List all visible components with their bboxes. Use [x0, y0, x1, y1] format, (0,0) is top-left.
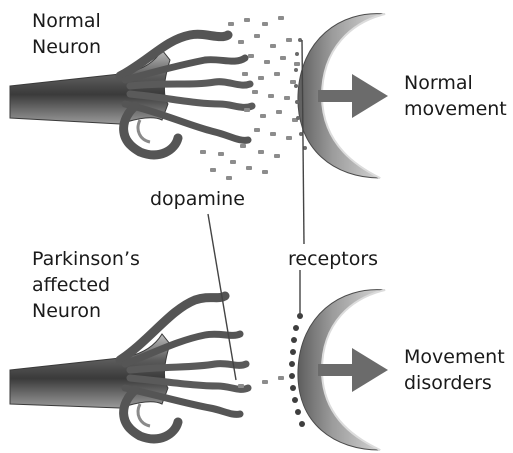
normal-movement-label: Normal movement	[404, 70, 507, 122]
normal-signal-arrow	[318, 74, 388, 118]
parkinsons-signal-arrow	[318, 348, 388, 392]
dopamine-dot	[290, 80, 296, 84]
dopamine-dot	[278, 376, 284, 380]
dopamine-dot	[248, 54, 254, 58]
dopamine-dot	[226, 176, 232, 180]
receptors-label: receptors	[288, 246, 378, 272]
dopamine-dot	[278, 16, 284, 20]
dopamine-dot	[262, 380, 268, 384]
dopamine-dot	[254, 34, 260, 38]
dopamine-dot	[262, 22, 268, 26]
dopamine-dot	[260, 114, 266, 118]
dopamine-dot	[280, 56, 286, 60]
dopamine-dot	[258, 76, 264, 80]
dopamine-dot	[200, 150, 206, 154]
dopamine-dot	[244, 108, 250, 112]
dopamine-dot	[286, 38, 292, 42]
parkinsons-neuron-label: Parkinson’s affected Neuron	[32, 246, 140, 324]
dopamine-dot	[230, 160, 236, 164]
dopamine-dot	[258, 150, 264, 154]
normal-neuron-label: Normal Neuron	[32, 8, 101, 60]
dopamine-dot	[228, 22, 234, 26]
dopamine-dot	[284, 96, 290, 100]
dopamine-dot	[210, 168, 216, 172]
dopamine-dot	[294, 62, 300, 66]
dopamine-dot	[244, 18, 250, 22]
dopamine-dot	[270, 44, 276, 48]
dopamine-dot	[264, 60, 270, 64]
dopamine-label: dopamine	[150, 186, 245, 212]
dopamine-dot	[238, 40, 244, 44]
dopamine-dot	[240, 144, 246, 148]
dopamine-dot	[242, 72, 248, 76]
dopamine-dot	[238, 384, 244, 388]
dopamine-dot	[270, 132, 276, 136]
dopamine-dot	[218, 152, 224, 156]
dopamine-dot	[254, 128, 260, 132]
dopamine-dot	[252, 90, 258, 94]
dopamine-dot	[262, 170, 268, 174]
dopamine-dot	[268, 94, 274, 98]
dopamine-dot	[274, 154, 280, 158]
movement-disorders-label: Movement disorders	[404, 344, 505, 396]
dopamine-dot	[246, 166, 252, 170]
dopamine-dot	[276, 110, 282, 114]
dopamine-dot	[286, 136, 292, 140]
dopamine-dot	[274, 72, 280, 76]
